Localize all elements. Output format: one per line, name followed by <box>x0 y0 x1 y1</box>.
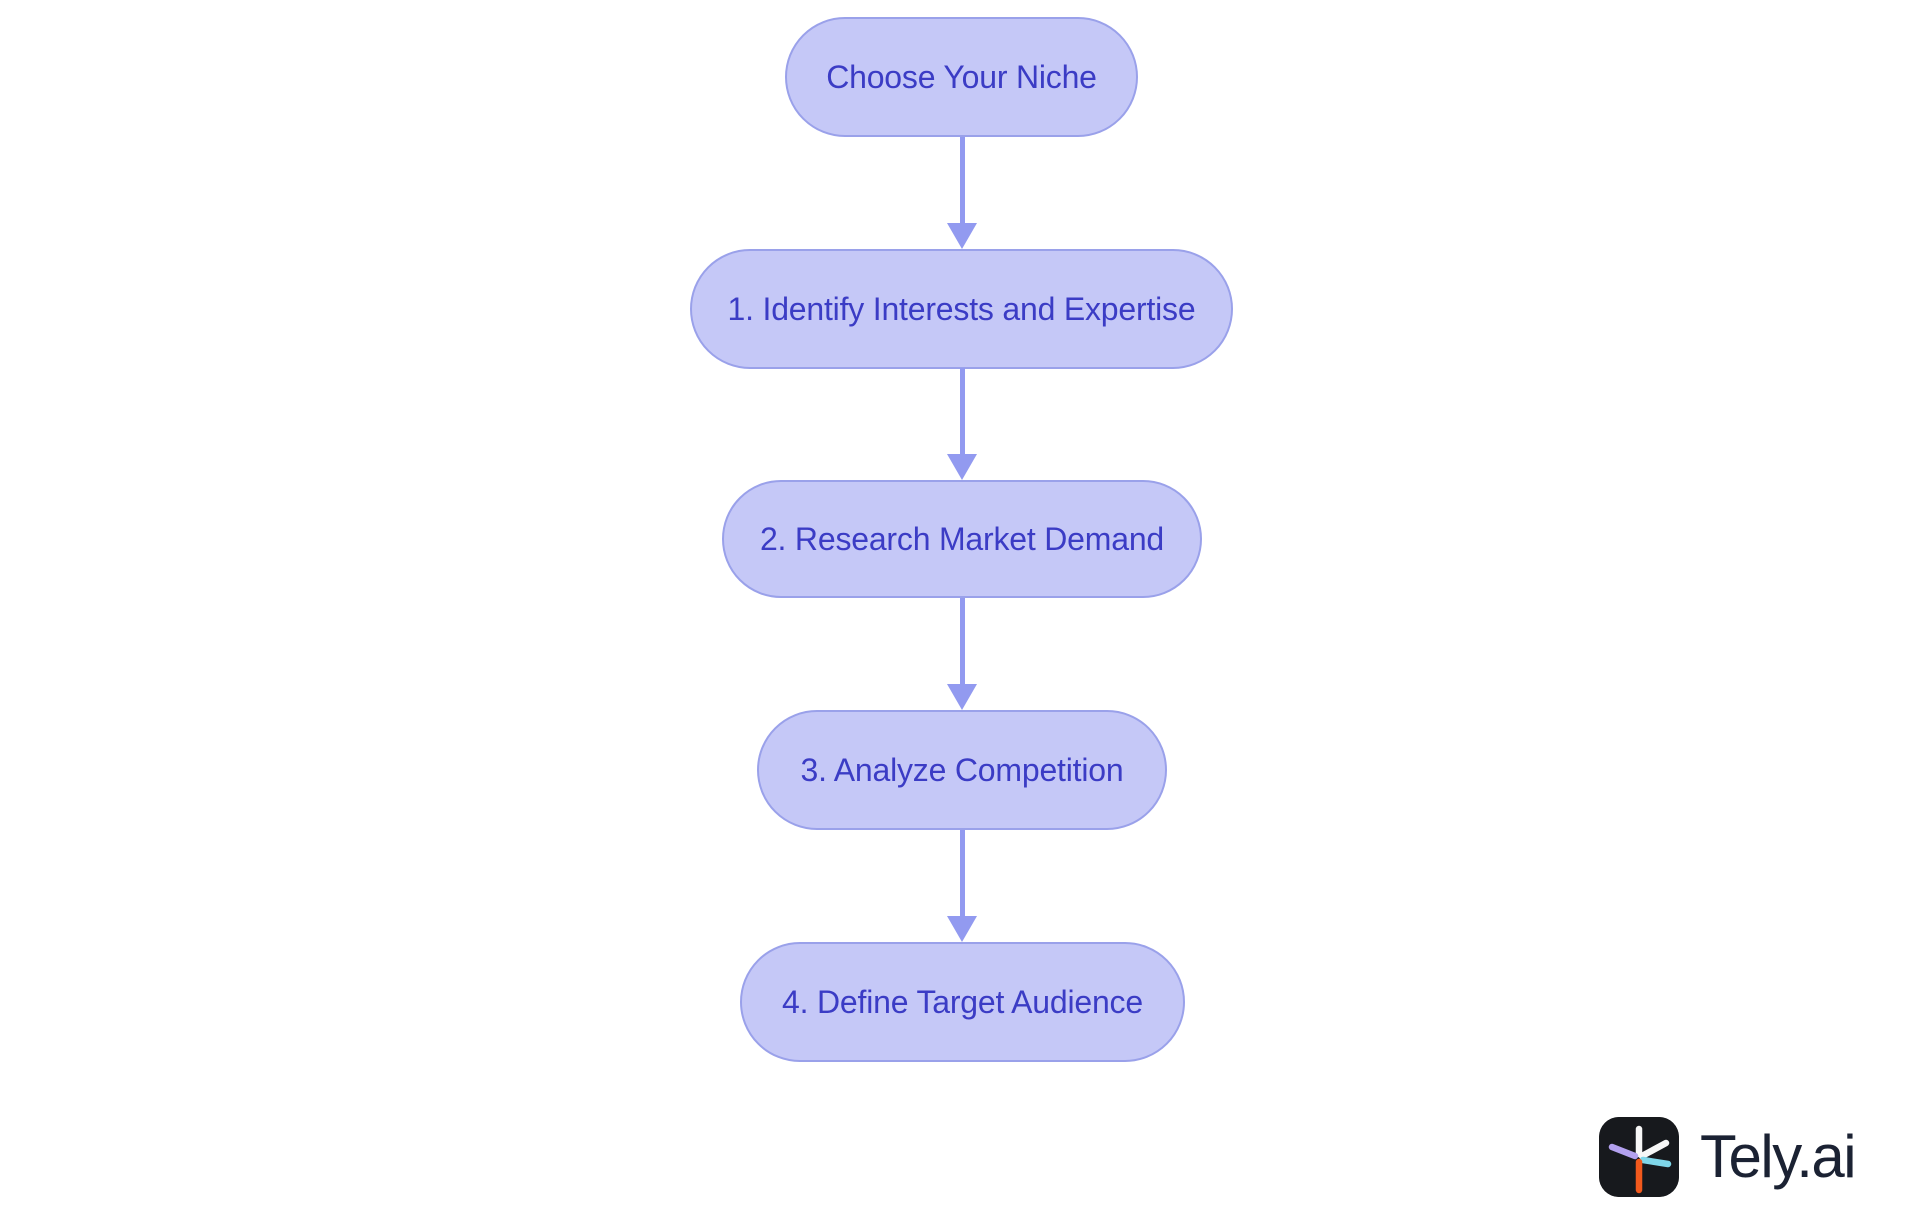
arrow-line <box>959 598 965 684</box>
flow-arrow-2 <box>947 368 977 480</box>
tely-logo: Tely.ai <box>1599 1117 1857 1197</box>
flowchart-node-analyze-competition: 3. Analyze Competition <box>757 710 1167 830</box>
flowchart-node-identify-interests: 1. Identify Interests and Expertise <box>690 249 1233 369</box>
tely-asterisk-icon <box>1599 1117 1679 1197</box>
arrow-line <box>959 830 965 916</box>
flowchart-node-choose-your-niche: Choose Your Niche <box>785 17 1138 137</box>
arrow-head-icon <box>947 684 977 710</box>
flowchart-node-define-target-audience: 4. Define Target Audience <box>740 942 1185 1062</box>
arrow-head-icon <box>947 454 977 480</box>
tely-wordmark: Tely.ai <box>1700 1123 1857 1190</box>
arrow-line <box>959 368 965 454</box>
flow-arrow-4 <box>947 830 977 942</box>
flowchart-node-research-market-demand: 2. Research Market Demand <box>722 480 1202 598</box>
arrow-head-icon <box>947 223 977 249</box>
flow-arrow-1 <box>947 137 977 249</box>
arrow-head-icon <box>947 916 977 942</box>
flow-arrow-3 <box>947 598 977 710</box>
arrow-line <box>959 137 965 223</box>
